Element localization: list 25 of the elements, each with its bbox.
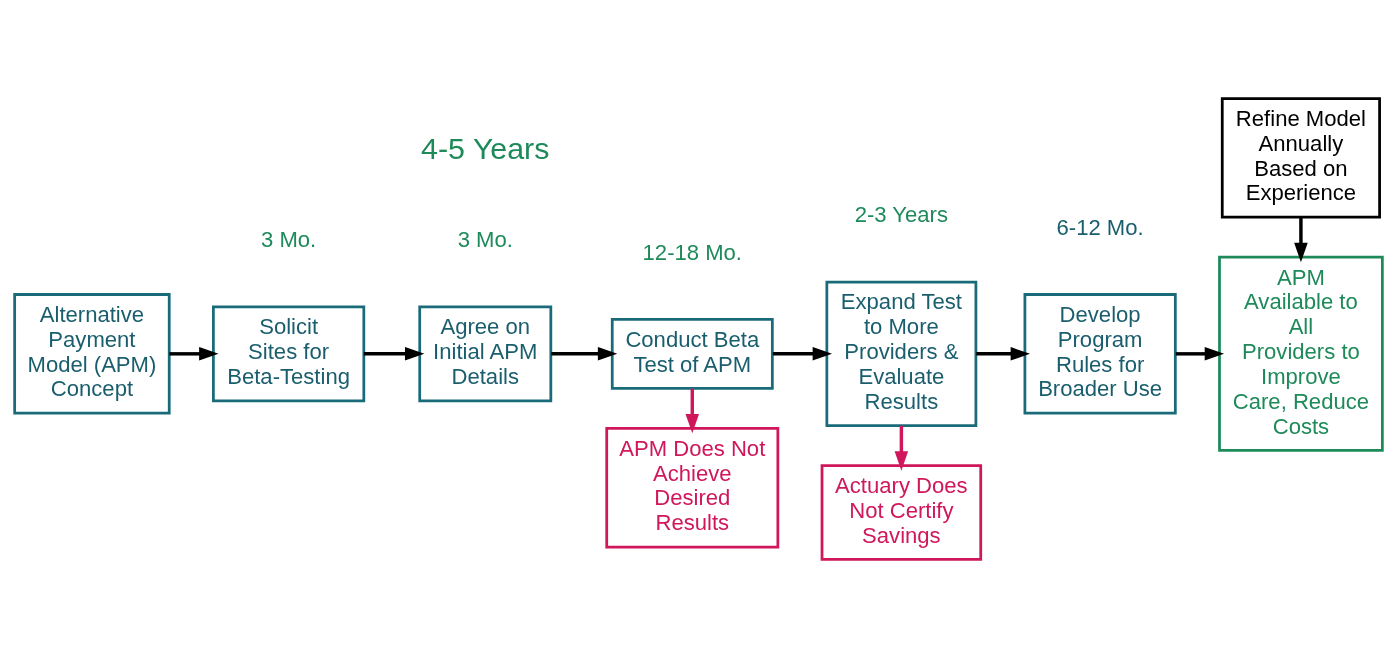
node-box: Conduct Beta Test of APM [610, 317, 774, 390]
node-box: Actuary Does Not Certify Savings [820, 463, 983, 561]
arrow [685, 388, 700, 433]
node-box: Develop Program Rules for Broader Use [1023, 292, 1177, 415]
label: 12-18 Mo. [642, 239, 742, 265]
node-box: APM Does Not Achieve Desired Results [605, 426, 780, 548]
label: 6-12 Mo. [1056, 214, 1144, 240]
label: 2-3 Years [854, 201, 949, 227]
label: 4-5 Years [421, 131, 550, 165]
arrow [363, 346, 425, 361]
arrow [1175, 346, 1225, 361]
label: 3 Mo. [457, 226, 513, 252]
arrow [894, 425, 909, 471]
arrow [551, 346, 618, 361]
arrow [1294, 217, 1308, 262]
arrow [976, 346, 1030, 361]
node-box: Alternative Payment Model (APM) Concept [13, 292, 171, 415]
arrow [772, 346, 832, 361]
arrow [169, 346, 219, 361]
node-box: Expand Test to More Providers & Evaluate Results [825, 280, 978, 427]
node-box: Refine Model Annually Based on Experience [1220, 96, 1381, 219]
node-box: Solicit Sites for Beta-Testing [212, 305, 366, 402]
node-box: Agree on Initial APM Details [418, 305, 553, 402]
node-box: APM Available to All Providers to Improve Care, Reduce Costs [1218, 255, 1384, 452]
label: 3 Mo. [261, 226, 317, 252]
